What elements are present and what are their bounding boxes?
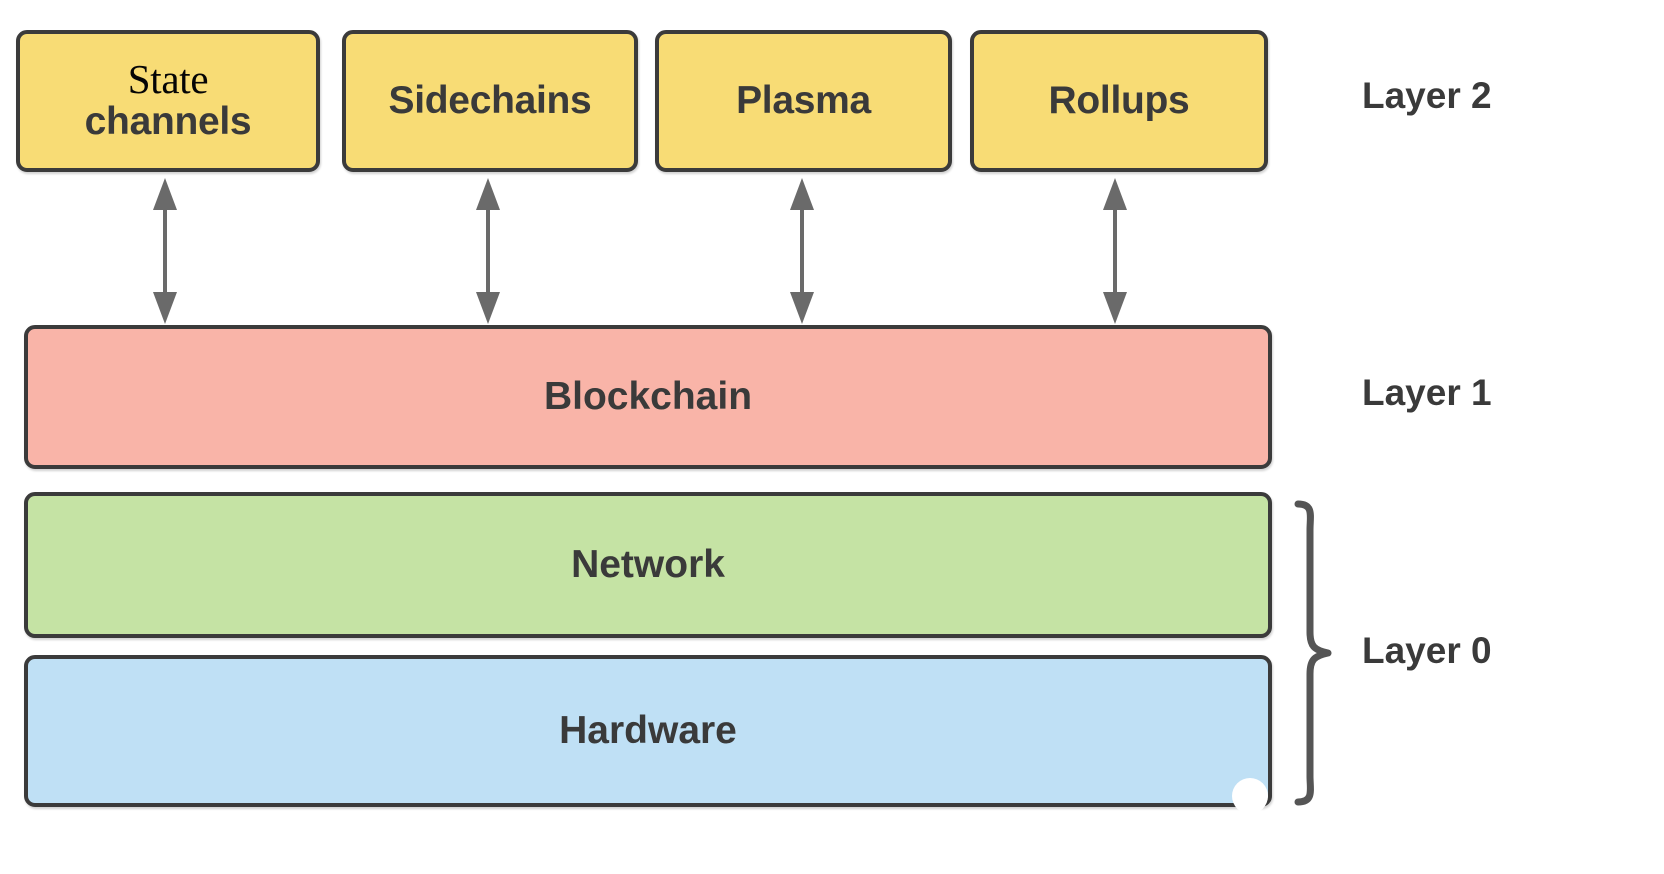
layer2-box-plasma[interactable]: Plasma	[655, 30, 952, 172]
bar-label: Hardware	[559, 708, 737, 752]
double-arrow-rollups-to-blockchain	[1103, 178, 1127, 324]
layer2-box-rollups[interactable]: Rollups	[970, 30, 1268, 172]
layer0-bar-network[interactable]: Network	[24, 492, 1272, 638]
layer-label-layer-0: Layer 0	[1362, 630, 1492, 671]
layer-label-layer-1: Layer 1	[1362, 372, 1492, 413]
layer-label-layer-2: Layer 2	[1362, 75, 1492, 116]
layer2-box-label-line1: State	[127, 55, 209, 102]
layer0-bar-hardware[interactable]: Hardware	[24, 655, 1272, 807]
layer2-box-label-line2: channels	[84, 99, 252, 143]
double-arrow-sidechains-to-blockchain	[476, 178, 500, 324]
double-arrow-state-channels-to-blockchain	[153, 178, 177, 324]
curly-brace-layer0	[1294, 500, 1332, 806]
white-circle-artifact	[1232, 778, 1268, 814]
layer2-box-sidechains[interactable]: Sidechains	[342, 30, 638, 172]
layer2-box-label: Plasma	[736, 78, 871, 122]
layer2-box-state-channels[interactable]: State channels	[16, 30, 320, 172]
bar-label: Blockchain	[543, 374, 753, 418]
layer1-bar-blockchain[interactable]: Blockchain	[24, 325, 1272, 469]
double-arrow-plasma-to-blockchain	[790, 178, 814, 324]
layer2-box-label-group: State channels	[84, 55, 252, 144]
layer2-box-label: Sidechains	[388, 78, 592, 122]
layer2-box-label: Rollups	[1048, 78, 1190, 122]
bar-label: Network	[571, 542, 725, 586]
